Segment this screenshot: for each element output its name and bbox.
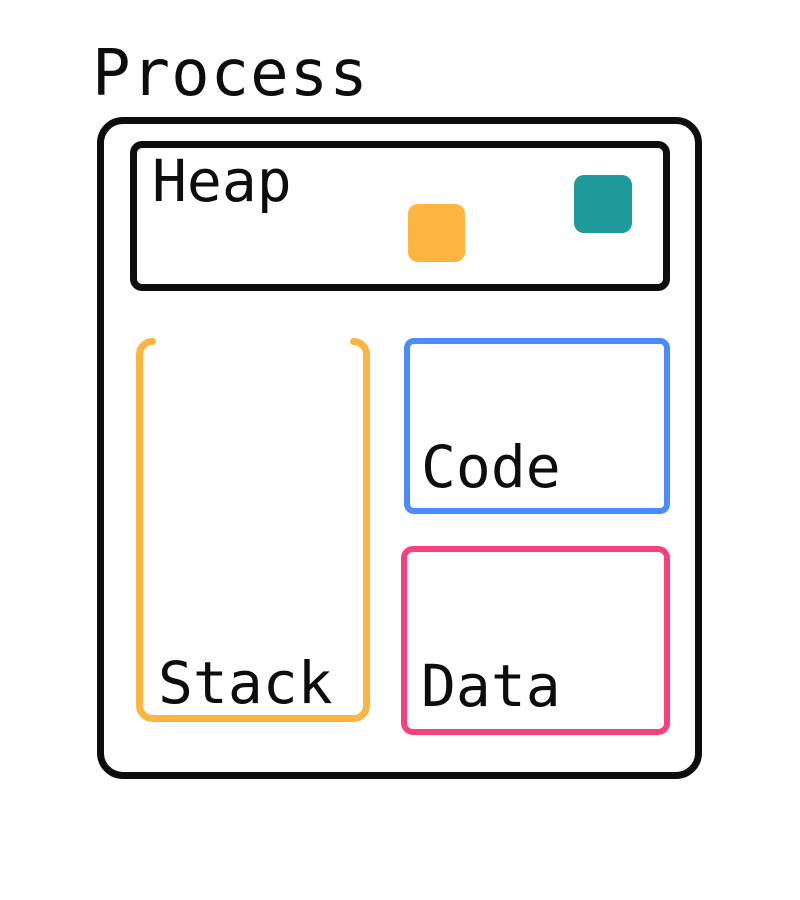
process-outline-box [97, 117, 702, 779]
data-label: Data [421, 652, 561, 720]
code-segment-box [404, 338, 670, 514]
stack-label: Stack [158, 649, 333, 717]
data-segment-box [401, 546, 670, 735]
heap-allocated-block-teal [574, 175, 632, 233]
heap-segment-box [130, 141, 670, 291]
stack-open-top-border [136, 338, 370, 722]
heap-allocated-block-orange [408, 204, 465, 262]
heap-label: Heap [152, 147, 292, 215]
process-title: Process [92, 37, 369, 111]
stack-segment-outline [136, 338, 370, 722]
code-label: Code [421, 433, 561, 501]
